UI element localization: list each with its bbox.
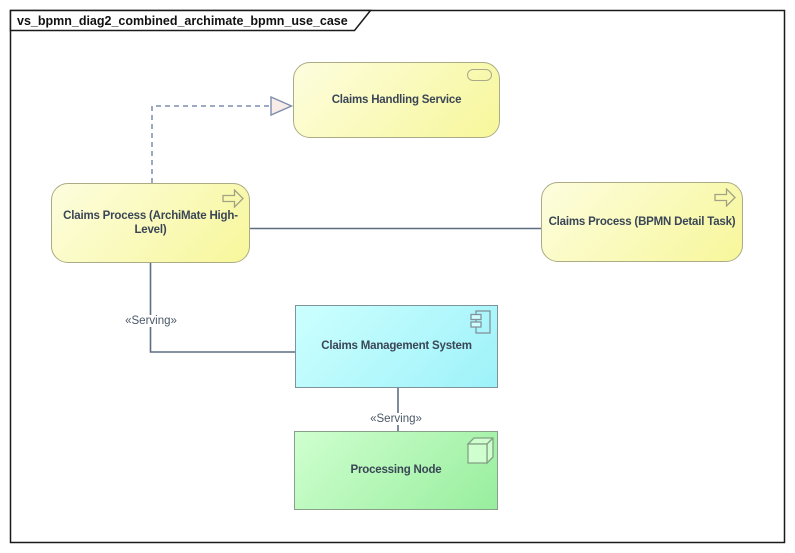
node-label: Claims Management System	[321, 340, 472, 353]
node-label: Claims Process (ArchiMate High-Level)	[63, 209, 238, 236]
node-claims-handling-service[interactable]: Claims Handling Service	[293, 62, 500, 138]
node-label: Claims Handling Service	[331, 93, 462, 106]
node-claims-management-system[interactable]: Claims Management System	[295, 305, 498, 388]
diagram-title-tab	[9, 9, 373, 32]
node-claims-process-bpmn[interactable]: Claims Process (BPMN Detail Task)	[541, 182, 743, 262]
edge-label-serving-node: «Serving»	[368, 413, 424, 425]
application-service-icon	[467, 69, 492, 81]
diagram-title: vs_bpmn_diag2_combined_archimate_bpmn_us…	[17, 14, 348, 28]
business-process-arrow-icon	[222, 189, 244, 208]
node-claims-process-archimate[interactable]: Claims Process (ArchiMate High-Level)	[51, 183, 250, 263]
uml-component-icon	[470, 310, 491, 334]
node-label: Processing Node	[350, 464, 442, 477]
serving-connector-cms[interactable]	[149, 263, 296, 353]
realization-arrowhead	[270, 95, 294, 117]
realization-connector[interactable]	[151, 105, 271, 183]
node-cube-icon	[466, 437, 494, 465]
node-label: Claims Process (BPMN Detail Task)	[548, 215, 736, 228]
node-processing-node[interactable]: Processing Node	[294, 431, 498, 510]
business-process-arrow-icon	[714, 188, 736, 207]
edge-label-serving-cms: «Serving»	[123, 315, 179, 327]
